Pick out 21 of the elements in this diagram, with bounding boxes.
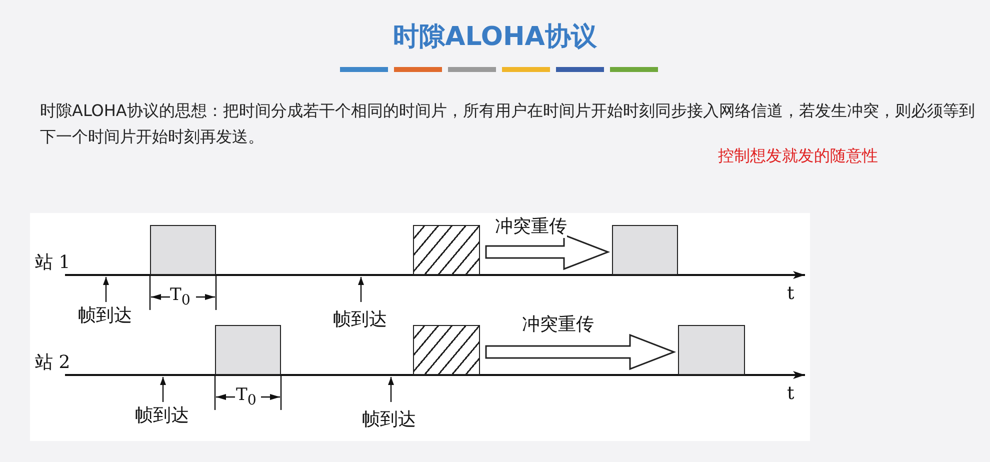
frame-box xyxy=(612,225,678,275)
frame-arrival-label: 帧到达 xyxy=(362,409,416,431)
frame-arrival-label: 帧到达 xyxy=(78,305,132,327)
frame-box xyxy=(678,325,745,375)
frame-box xyxy=(215,325,281,375)
retransmit-arrow xyxy=(485,234,610,270)
time-axis-label: t xyxy=(787,383,794,405)
edge-label: 冲突重传 xyxy=(522,314,594,336)
description-text: 时隙ALOHA协议的思想：把时间分成若干个相同的时间片，所有用户在时间片开始时刻同步接入网络信道，若发生冲突，则必须等到下一个时间片开始时刻再发送。 xyxy=(40,100,976,148)
edge-label: 冲突重传 xyxy=(495,216,567,238)
station-label: 站 2 xyxy=(35,352,70,374)
retransmit-arrow xyxy=(485,334,676,370)
page-title: 时隙ALOHA协议 xyxy=(392,22,598,54)
note-text: 控制想发就发的随意性 xyxy=(718,146,878,166)
time-axis-label: t xyxy=(787,283,794,305)
collision-frame-box xyxy=(413,225,480,275)
frame-arrival-label: 帧到达 xyxy=(135,405,189,427)
station-label: 站 1 xyxy=(35,252,70,274)
frame-box xyxy=(150,225,216,275)
collision-frame-box xyxy=(413,325,480,375)
frame-arrival-label: 帧到达 xyxy=(333,309,387,331)
